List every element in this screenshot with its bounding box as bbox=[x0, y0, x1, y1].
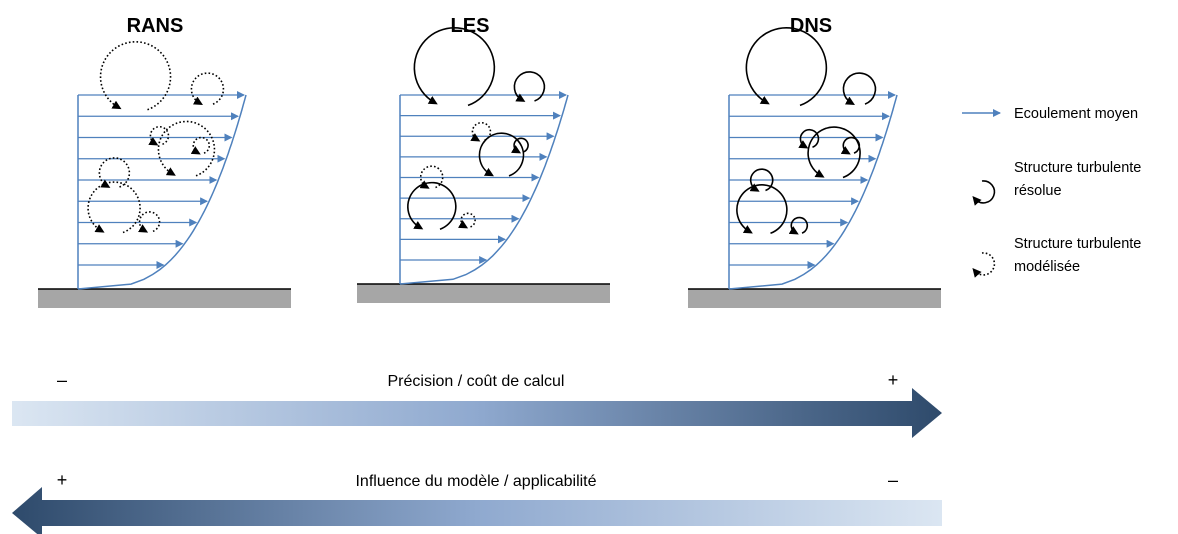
legend-modeled-line2: modélisée bbox=[1014, 259, 1080, 275]
resolved-eddy bbox=[842, 72, 877, 105]
legend-resolved-line1: Structure turbulente bbox=[1014, 160, 1141, 176]
right-gradient-arrow bbox=[12, 388, 942, 438]
panel-les bbox=[357, 27, 610, 303]
panel-dns bbox=[688, 27, 941, 308]
modeled-eddy bbox=[190, 72, 225, 105]
precision-cost-scale: – Précision / coût de calcul + bbox=[12, 370, 942, 438]
legend-resolved-line2: résolue bbox=[1014, 183, 1062, 199]
velocity-profile-les bbox=[399, 94, 569, 285]
modeled-eddy bbox=[87, 181, 141, 234]
legend: Ecoulement moyen Structure turbulente ré… bbox=[962, 106, 1141, 278]
velocity-profile-dns bbox=[728, 94, 898, 290]
modeled-eddy bbox=[157, 120, 216, 177]
modeled-eddy bbox=[148, 125, 170, 146]
wall-dns bbox=[688, 289, 941, 308]
left-gradient-arrow bbox=[12, 487, 942, 534]
wall-rans bbox=[38, 289, 291, 308]
panel-title-dns: DNS bbox=[790, 15, 832, 37]
modeled-eddy bbox=[138, 211, 161, 233]
legend-mean-flow: Ecoulement moyen bbox=[1014, 106, 1138, 122]
legend-modeled-line1: Structure turbulente bbox=[1014, 236, 1141, 252]
resolved-eddy bbox=[840, 136, 861, 155]
modeled-eddy bbox=[98, 157, 131, 188]
resolved-eddy bbox=[749, 168, 774, 192]
resolved-eddy bbox=[807, 126, 861, 179]
velocity-profile-rans bbox=[77, 94, 247, 290]
resolved-eddy bbox=[413, 27, 496, 107]
modeled-eddy bbox=[458, 212, 476, 229]
panel-title-les: LES bbox=[451, 15, 490, 37]
precision-cost-label: Précision / coût de calcul bbox=[388, 373, 565, 390]
resolved-eddy bbox=[788, 216, 809, 235]
resolved-eddy-icon bbox=[972, 180, 996, 206]
resolved-eddy bbox=[745, 27, 828, 107]
wall-les bbox=[357, 284, 610, 303]
precision-plus-sign: + bbox=[888, 370, 899, 390]
resolved-eddy bbox=[478, 132, 525, 177]
resolved-eddy bbox=[798, 128, 820, 149]
resolved-eddy bbox=[511, 137, 529, 154]
influence-minus-sign: – bbox=[888, 470, 898, 490]
panel-rans bbox=[38, 41, 291, 308]
panel-title-rans: RANS bbox=[127, 15, 184, 37]
modeled-eddy bbox=[190, 136, 211, 155]
influence-plus-sign: + bbox=[57, 470, 68, 490]
modeled-eddy bbox=[470, 121, 492, 142]
resolved-eddy bbox=[407, 181, 457, 230]
modeled-eddy bbox=[99, 41, 172, 111]
modeled-eddy-icon bbox=[972, 252, 996, 278]
precision-minus-sign: – bbox=[57, 370, 67, 390]
resolved-eddy bbox=[736, 184, 788, 235]
influence-applicability-label: Influence du modèle / applicabilité bbox=[355, 473, 596, 490]
model-influence-scale: + Influence du modèle / applicabilité – bbox=[12, 470, 942, 534]
modeled-eddy bbox=[419, 165, 444, 189]
resolved-eddy bbox=[513, 71, 546, 102]
